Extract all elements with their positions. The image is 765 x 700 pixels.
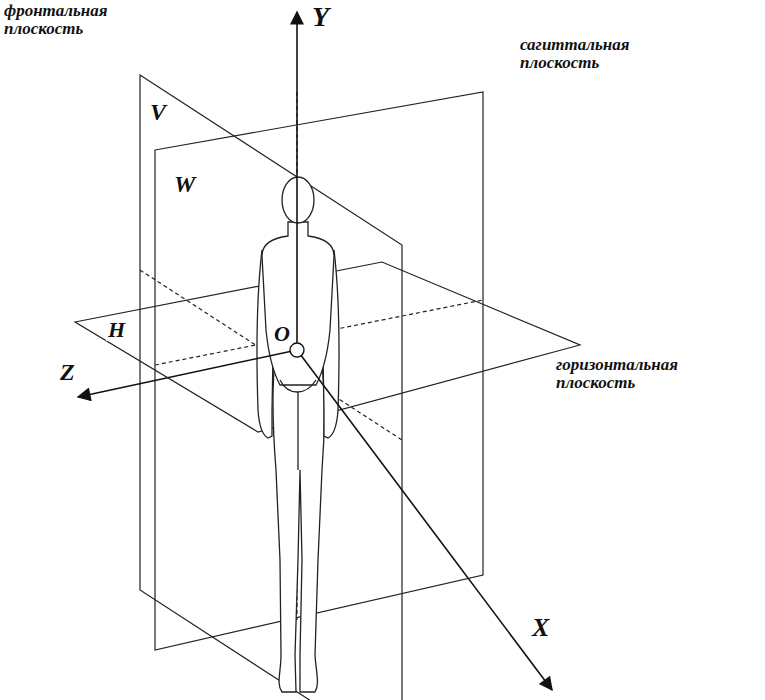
- human-figure: [257, 177, 339, 692]
- plane-letter: V: [148, 100, 168, 125]
- plane-letter: W: [172, 172, 197, 197]
- x-axis: [297, 350, 552, 690]
- origin-letter: O: [272, 322, 292, 345]
- axis-letter: Z: [58, 360, 77, 385]
- plane-name: горизонтальная плоскость: [556, 356, 756, 392]
- plane-name: фронтальная плоскость: [4, 2, 154, 38]
- frontal-plane: [140, 75, 402, 700]
- plane-name: сагиттальная плоскость: [520, 36, 670, 72]
- axis-letter: X: [530, 614, 551, 641]
- z-axis: [78, 350, 297, 397]
- y-axis: [296, 12, 298, 350]
- origin-point: [290, 343, 304, 357]
- axis-letter: Y: [312, 2, 329, 31]
- sagittal-plane: [155, 92, 483, 650]
- plane-letter: H: [106, 318, 127, 341]
